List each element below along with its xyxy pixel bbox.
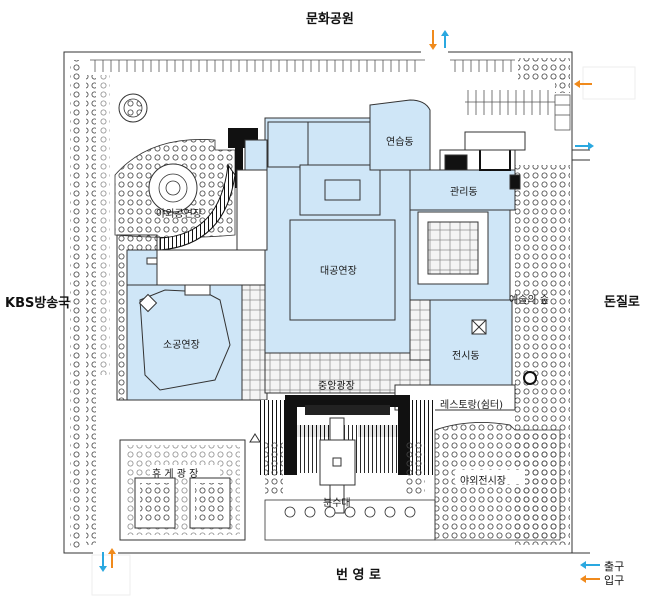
parking-northeast [465,90,571,131]
tree-row-west-3 [100,75,110,375]
outdoor-theater-label: 야외공연장 [156,209,202,220]
grand-theater-label: 대공연장 [320,266,357,277]
outdoor-theater-area [114,128,258,251]
management-label: 관리동 [450,187,478,198]
restaurant-label: 레스토랑(쉼터) [440,400,504,411]
small-theater-label: 소공연장 [163,340,200,351]
legend-entrance-label: 입구 [604,574,625,587]
outdoor-exhibition-area [434,422,561,541]
southwest-gate-arrows [99,548,116,572]
rest-plaza [119,439,246,541]
central-plaza-label: 중앙광장 [318,381,355,392]
main-complex [236,99,526,411]
round-garden [118,93,148,123]
practice-hall-label: 연습동 [386,137,414,148]
legend-arrows [580,561,600,583]
legend-exit-label: 출구 [604,560,625,573]
sw-sign-box [91,554,131,596]
outdoor-exhibition-label: 야외전시장 [460,476,506,487]
tree-row-west [70,60,80,550]
east-gate-arrows [574,80,594,150]
tree-cluster-south [265,440,283,495]
site-boundary [63,51,590,554]
art-forest-label: 예술의 숲 [509,295,549,306]
road-north-label: 문화공원 [306,12,354,27]
tree-cluster-ne [518,58,570,80]
road-west-label: KBS방송국 [5,296,71,311]
tree-cluster-ne2 [555,78,570,93]
fountain-row [284,506,416,518]
road-east-label: 돈질로 [604,295,640,310]
fountain-label: 분수대 [323,498,351,509]
rest-plaza-label: 휴 게 광 장 [152,469,199,480]
marker-triangle [249,433,261,443]
north-gate-arrows [429,30,449,50]
west-wing [116,234,268,401]
tree-cluster-south2 [405,440,425,495]
parking-north [90,59,515,72]
tree-row-west-inner [86,75,96,545]
exhibition-label: 전시동 [452,351,480,362]
marker-circle [523,371,537,385]
road-south-label: 번 영 로 [336,568,381,583]
